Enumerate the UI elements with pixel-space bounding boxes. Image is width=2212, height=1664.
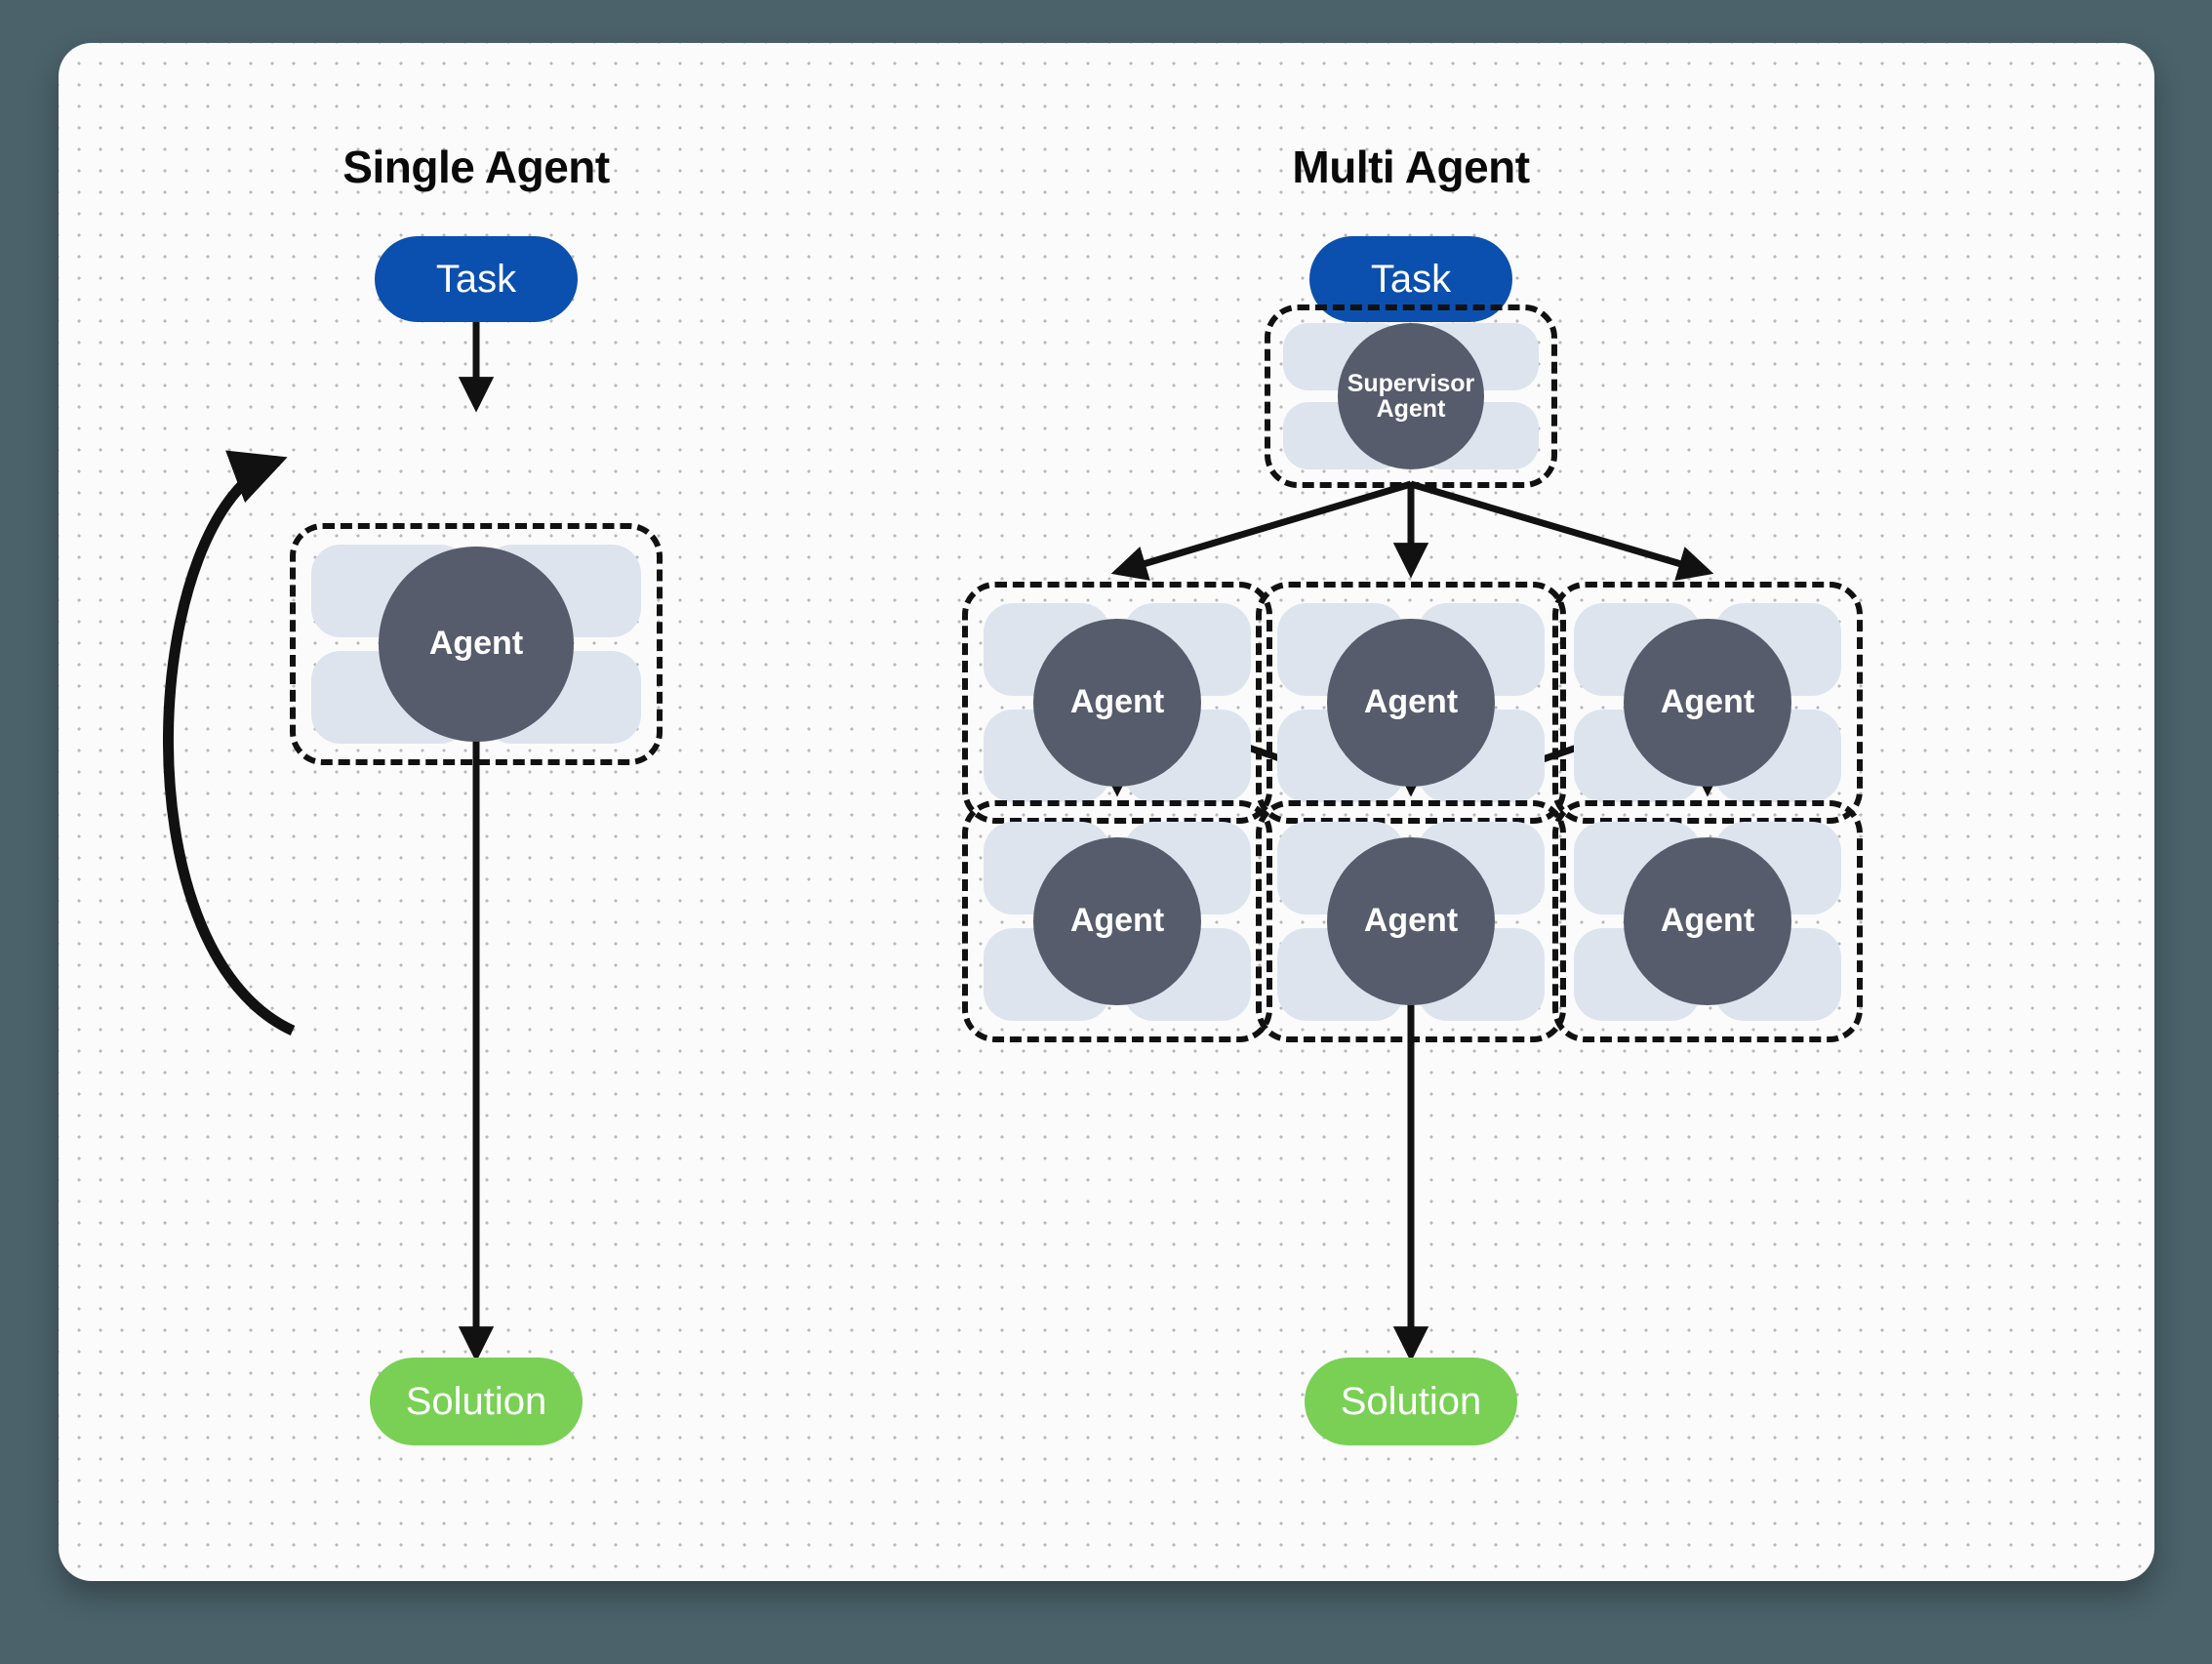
agent-core: Agent bbox=[1327, 837, 1495, 1005]
panel-title-multi-agent: Multi Agent bbox=[1292, 142, 1530, 192]
supervisor-agent-core: Supervisor Agent bbox=[1338, 323, 1484, 469]
multi-agent-row1-node-1[interactable]: Agent bbox=[962, 582, 1272, 824]
edge-supervisor-to-agent1 bbox=[1110, 480, 1413, 581]
agent-label: Agent bbox=[1660, 683, 1755, 721]
edge-agent-self-loop bbox=[163, 450, 296, 1036]
agent-label: Agent bbox=[1660, 902, 1755, 940]
single-solution-node[interactable]: Solution bbox=[370, 1358, 583, 1445]
multi-task-label: Task bbox=[1370, 257, 1452, 301]
agent-core: Agent bbox=[1327, 619, 1495, 787]
multi-agent-row2-node-1[interactable]: Agent bbox=[962, 800, 1272, 1042]
agent-core: Agent bbox=[1624, 837, 1791, 1005]
agent-label: Agent bbox=[1363, 683, 1459, 721]
single-task-label: Task bbox=[435, 257, 517, 301]
agent-label: Agent bbox=[1069, 902, 1165, 940]
agent-core: Agent bbox=[1033, 619, 1201, 787]
single-solution-label: Solution bbox=[405, 1379, 547, 1423]
multi-solution-node[interactable]: Solution bbox=[1305, 1358, 1517, 1445]
supervisor-label-line1: Supervisor bbox=[1347, 369, 1475, 397]
multi-solution-label: Solution bbox=[1340, 1379, 1482, 1423]
supervisor-agent-node[interactable]: Supervisor Agent bbox=[1265, 304, 1557, 488]
edge-supervisor-to-agent3 bbox=[1410, 480, 1714, 581]
agent-core: Agent bbox=[1624, 619, 1791, 787]
single-task-node[interactable]: Task bbox=[375, 236, 578, 322]
panel-title-single-agent: Single Agent bbox=[342, 142, 610, 192]
agent-core: Agent bbox=[1033, 837, 1201, 1005]
single-agent-node[interactable]: Agent bbox=[290, 523, 663, 765]
diagram-canvas: Single Agent Task Agent Solution Multi A… bbox=[59, 43, 2154, 1581]
multi-agent-row1-node-2[interactable]: Agent bbox=[1256, 582, 1566, 824]
supervisor-label-line2: Agent bbox=[1376, 395, 1446, 423]
agent-label: Agent bbox=[1363, 902, 1459, 940]
multi-agent-row1-node-3[interactable]: Agent bbox=[1552, 582, 1863, 824]
single-agent-label: Agent bbox=[428, 625, 524, 663]
single-agent-core: Agent bbox=[379, 547, 574, 742]
agent-label: Agent bbox=[1069, 683, 1165, 721]
multi-agent-row2-node-2[interactable]: Agent bbox=[1256, 800, 1566, 1042]
multi-agent-row2-node-3[interactable]: Agent bbox=[1552, 800, 1863, 1042]
